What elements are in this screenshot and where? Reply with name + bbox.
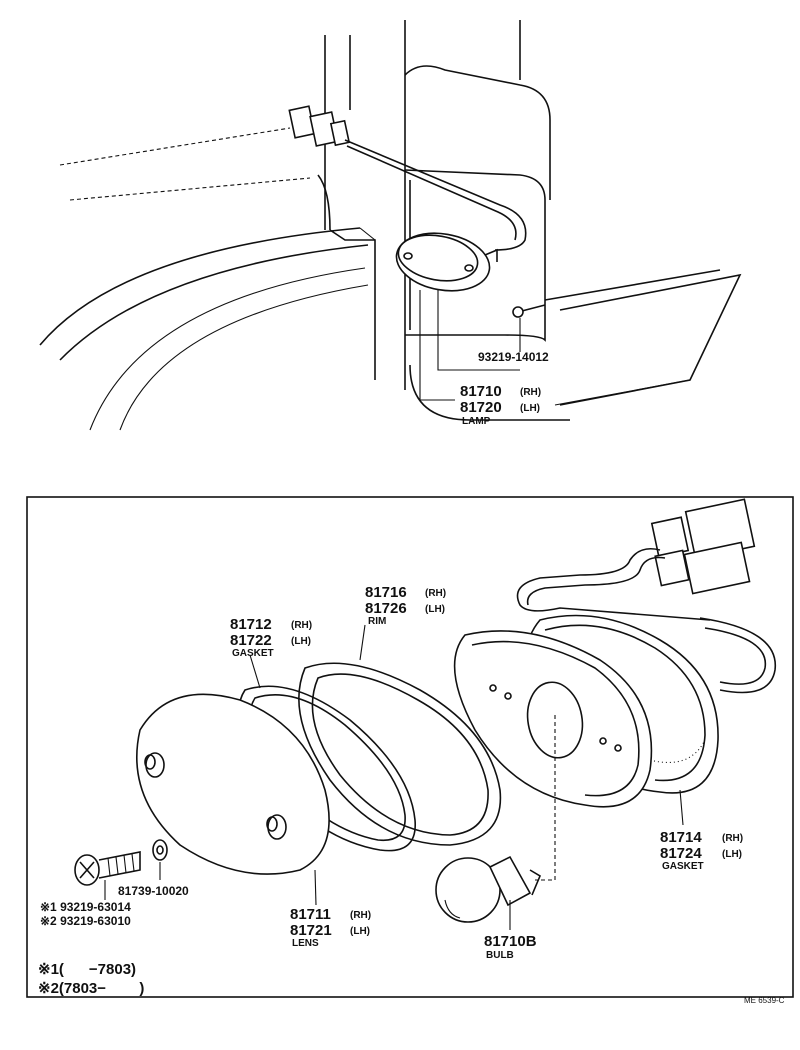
rim-lh-tag: (LH): [425, 604, 445, 615]
socket-plate: [453, 630, 653, 808]
lens-name: LENS: [292, 938, 319, 949]
top-labels: 93219-14012 81710 (RH) 81720 (LH) LAMP: [460, 350, 549, 427]
gasket-rear-rh-part-number: 81714: [660, 829, 702, 846]
vehicle-body-outline: [39, 20, 742, 431]
note-1: ※1( −7803): [38, 961, 136, 978]
lamp-rh-tag: (RH): [520, 387, 541, 398]
exploded-leaders: [104, 624, 684, 930]
lamp-lh-part-number: 81720: [460, 399, 502, 416]
lens: [136, 693, 330, 875]
bulb-part-number: 81710B: [484, 933, 537, 950]
bulb-name: BULB: [486, 950, 514, 961]
rear-connector: [516, 498, 777, 694]
rim: [298, 662, 502, 846]
gasket-front-name: GASKET: [232, 648, 274, 659]
lamp-name: LAMP: [462, 416, 491, 427]
lamp-rh-part-number: 81710: [460, 383, 502, 400]
bulb: [435, 855, 542, 923]
catalog-code: ME 6539-C: [744, 996, 785, 1005]
top-connector: [288, 105, 527, 251]
exploded-view-frame: [26, 496, 794, 998]
gasket-rear-lh-part-number: 81724: [660, 845, 702, 862]
screw2-part-number: ※2 93219-63010: [40, 914, 131, 928]
rim-lh-part-number: 81726: [365, 600, 407, 617]
gasket-rear-lh-tag: (LH): [722, 849, 742, 860]
screw-part-number: 93219-14012: [478, 350, 549, 364]
top-screw: [512, 304, 546, 318]
washer-part-number: 81739-10020: [118, 884, 189, 898]
gasket-front-rh-part-number: 81712: [230, 616, 272, 633]
gasket-rear-rh-tag: (RH): [722, 833, 743, 844]
rim-rh-part-number: 81716: [365, 584, 407, 601]
exploded-labels: 81712 (RH) 81722 (LH) GASKET 81716 (RH) …: [38, 584, 743, 997]
rim-rh-tag: (RH): [425, 588, 446, 599]
gasket-front-lh-tag: (LH): [291, 636, 311, 647]
gasket-front-rh-tag: (RH): [291, 620, 312, 631]
screw-and-washer: [74, 839, 168, 886]
lens-lh-tag: (LH): [350, 926, 370, 937]
gasket-rear-name: GASKET: [662, 861, 704, 872]
rim-name: RIM: [368, 616, 386, 627]
gasket-front-lh-part-number: 81722: [230, 632, 272, 649]
lens-rh-tag: (RH): [350, 910, 371, 921]
screw1-part-number: ※1 93219-63014: [40, 900, 131, 914]
note-2: ※2(7803− ): [38, 980, 144, 997]
lamp-lh-tag: (LH): [520, 403, 540, 414]
top-lamp: [395, 232, 498, 292]
lens-lh-part-number: 81721: [290, 922, 332, 939]
lens-rh-part-number: 81711: [290, 906, 331, 923]
top-leaders: [419, 290, 691, 406]
